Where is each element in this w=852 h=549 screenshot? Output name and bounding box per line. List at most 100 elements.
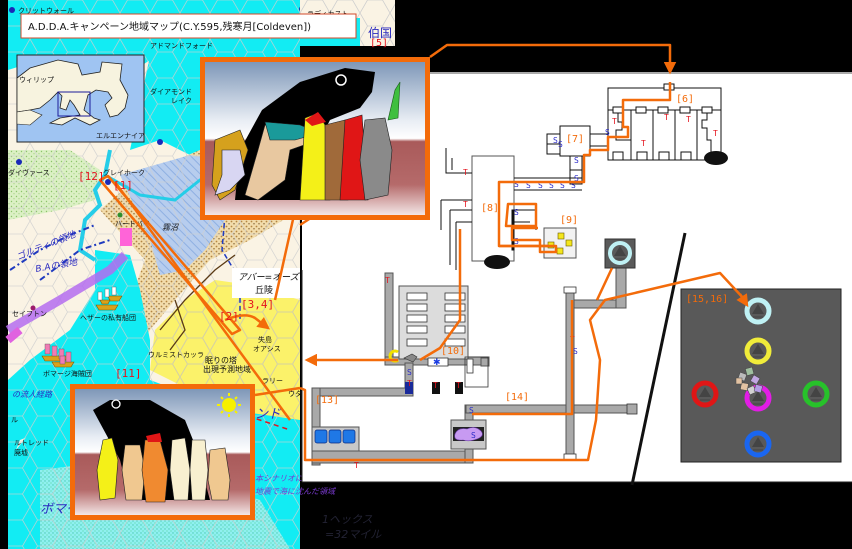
whale-eye bbox=[335, 74, 347, 86]
route-corridor-14 bbox=[472, 300, 574, 416]
route-to-pad bbox=[595, 267, 614, 301]
marker-2: [2] bbox=[219, 310, 239, 323]
teleport-circle-yellow bbox=[744, 337, 772, 365]
marker-1: [1] bbox=[113, 179, 133, 192]
label-ruins-1: ルトレッド bbox=[14, 439, 49, 447]
label-heather-fleet: ヘザーの私有船団 bbox=[80, 313, 136, 322]
captive-4 bbox=[169, 437, 191, 501]
secret-door-marker: S bbox=[514, 237, 519, 246]
abbor-alz-label-bg bbox=[232, 268, 300, 298]
trap-marker: T bbox=[713, 129, 718, 138]
room-label-7: [7] bbox=[566, 134, 584, 145]
teleport-circle-green bbox=[802, 380, 830, 408]
label-greyhawk: グレイホーク bbox=[103, 168, 145, 177]
label-rary: ラリー bbox=[262, 377, 283, 385]
label-critwall: クリットウォール bbox=[18, 7, 74, 15]
route-arrow-chamber bbox=[736, 293, 749, 308]
secret-door-marker: S bbox=[573, 347, 578, 356]
city-elmshire bbox=[157, 139, 163, 145]
pomarj-pirates-icon bbox=[41, 343, 75, 368]
room-13 bbox=[311, 426, 360, 452]
label-tower-sleep: 眠りの塔 bbox=[205, 355, 237, 365]
gorty-border bbox=[9, 224, 96, 271]
door-black bbox=[432, 382, 440, 394]
label-uta: ウタ bbox=[288, 389, 302, 398]
secret-door-marker: S bbox=[469, 406, 474, 415]
room-labels: [6] [7] [8] [9] [10] [13] [14] [15,16] bbox=[315, 94, 728, 406]
inset-label-willip: ウィリップ bbox=[19, 76, 54, 84]
label-lake: レイク bbox=[171, 97, 192, 105]
marker-11: [11] bbox=[115, 367, 142, 380]
rubble-blot-2 bbox=[484, 255, 510, 269]
route-link-13 bbox=[254, 386, 301, 397]
secret-door-marker: S bbox=[605, 128, 610, 137]
marker-12: [12] bbox=[78, 170, 105, 183]
marker-3-4: [3,4] bbox=[241, 298, 274, 311]
marker-5: [5] bbox=[370, 38, 388, 49]
magic-circle-icon: ✱ bbox=[433, 358, 441, 368]
label-nd: ンド bbox=[255, 407, 282, 422]
room-9 bbox=[543, 227, 577, 259]
city-hardby bbox=[117, 212, 123, 218]
teleport-circles bbox=[691, 297, 830, 458]
captive-5 bbox=[189, 439, 209, 501]
corridor-end-cap bbox=[563, 286, 577, 294]
room-label-6: [6] bbox=[676, 94, 694, 105]
room-10: ✱ bbox=[388, 285, 489, 394]
room-label-15-16: [15,16] bbox=[686, 294, 728, 305]
label-l: ル bbox=[11, 416, 18, 424]
teleport-circle-red bbox=[691, 380, 719, 408]
room-label-10: [10] bbox=[441, 346, 465, 357]
room-7 bbox=[546, 125, 608, 185]
cavern-wall bbox=[630, 232, 687, 486]
route-to-chamber bbox=[299, 271, 746, 462]
label-isle-oasis: 失島 bbox=[258, 335, 272, 344]
room-14 bbox=[450, 419, 487, 450]
crystal-cluster bbox=[735, 366, 763, 396]
rubble-blot bbox=[704, 151, 728, 165]
city-safeton bbox=[30, 305, 36, 311]
heather-fleet-icon bbox=[95, 286, 123, 311]
label-ruins-2: 廃墟 bbox=[14, 448, 28, 457]
secret-door-marker: S bbox=[538, 181, 543, 190]
trap-marker: T bbox=[686, 115, 691, 124]
label-scenario-note-2: 地震で海に沈んだ領域 bbox=[255, 487, 336, 496]
ba-border bbox=[39, 239, 111, 281]
secret-door-marker: S bbox=[549, 181, 554, 190]
title-box: A.D.D.A.キャンペーン地域マップ(C.Y.595,残寒月[Coldeven… bbox=[20, 13, 357, 39]
route-2-to-34 bbox=[224, 314, 270, 330]
room-label-13: [13] bbox=[315, 395, 339, 406]
secret-door-marker: S bbox=[558, 140, 563, 149]
figure-elf bbox=[214, 149, 246, 196]
room-label-8: [8] bbox=[481, 203, 499, 214]
secret-door-marker: S bbox=[514, 180, 519, 189]
place-labels-medium: 霧沼 眠りの塔 出現予測地域 bbox=[162, 223, 251, 374]
route-to-room-6 bbox=[429, 43, 677, 75]
scale-miles: =32マイル bbox=[325, 528, 382, 541]
hardby-marker bbox=[120, 228, 132, 246]
label-ulsprue: ウルミストカッラ bbox=[148, 351, 204, 359]
whale-eye-2 bbox=[111, 399, 121, 409]
sun-icon bbox=[217, 393, 241, 417]
secret-door-marker: S bbox=[526, 181, 531, 190]
city-dyvers bbox=[16, 159, 22, 165]
road-east bbox=[221, 214, 241, 320]
city-critwall bbox=[9, 7, 15, 13]
hill-ridge-2 bbox=[169, 299, 186, 351]
corridor-end-cap-3 bbox=[626, 403, 638, 415]
figure-red-robe bbox=[339, 114, 369, 201]
room-label-9: [9] bbox=[560, 215, 578, 226]
captive-2 bbox=[121, 444, 146, 501]
label-appearance-area: 出現予測地域 bbox=[203, 364, 251, 374]
trap-marker: T bbox=[407, 379, 412, 388]
figure-knight bbox=[359, 117, 393, 201]
sea-lane-pink bbox=[5, 326, 23, 344]
label-safeton: セイフトン bbox=[12, 310, 47, 318]
secret-door-marker: S bbox=[407, 368, 412, 377]
sword-icon bbox=[387, 81, 401, 121]
trap-marker: T bbox=[463, 168, 468, 177]
trap-marker: T bbox=[456, 381, 461, 390]
label-oasis: オアシス bbox=[253, 345, 281, 353]
